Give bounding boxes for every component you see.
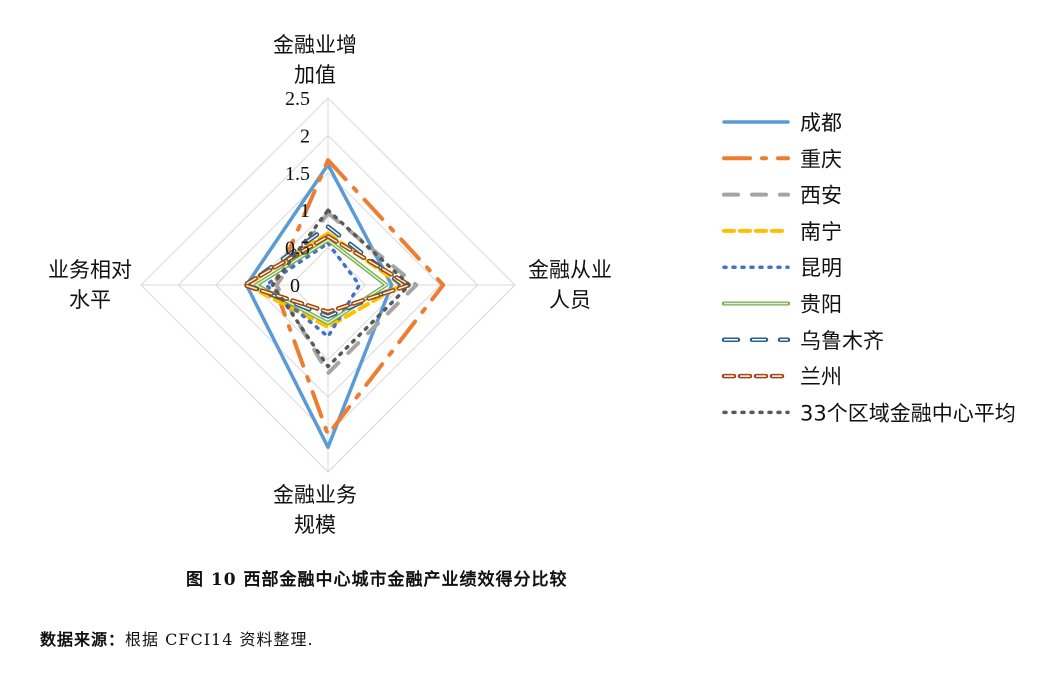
series-8 — [270, 208, 412, 369]
series-polygon — [272, 158, 446, 437]
axis-label-employees: 金融从业人员 — [510, 255, 630, 315]
axis-label-line: 水平 — [69, 288, 111, 312]
legend-item-2: 西安 — [722, 184, 842, 208]
legend-item-0: 成都 — [722, 111, 842, 135]
legend-label: 成都 — [800, 111, 842, 135]
legend-item-6: 乌鲁木齐 — [721, 329, 884, 353]
legend-item-4: 昆明 — [722, 256, 842, 280]
axis-label-line: 规模 — [294, 513, 336, 537]
axis-label-relative-level: 业务相对水平 — [30, 255, 150, 315]
data-source: 数据来源：根据 CFCI14 资料整理. — [40, 626, 314, 650]
tick-label: 0.5 — [285, 238, 310, 260]
tick-label: 0 — [290, 275, 300, 297]
legend-label: 兰州 — [800, 365, 842, 389]
legend-label: 乌鲁木齐 — [800, 329, 884, 353]
series-polygon — [264, 241, 362, 339]
legend-item-8: 33个区域金融中心平均 — [722, 401, 1016, 425]
legend-label: 南宁 — [800, 220, 842, 244]
legend-item-7: 兰州 — [721, 365, 842, 389]
legend-label: 西安 — [800, 184, 842, 208]
axis-label-line: 金融从业 — [528, 258, 612, 282]
axis-label-line: 金融业增 — [273, 33, 357, 57]
legend-label: 昆明 — [800, 256, 842, 280]
tick-label: 1 — [300, 200, 310, 222]
source-text: 根据 CFCI14 资料整理. — [125, 630, 314, 649]
legend-label: 33个区域金融中心平均 — [800, 401, 1016, 425]
legend-item-1: 重庆 — [722, 147, 842, 171]
series-4 — [264, 241, 362, 339]
legend-item-5: 贵阳 — [722, 293, 842, 317]
tick-label: 1.5 — [285, 163, 310, 185]
legend-item-3: 南宁 — [722, 220, 842, 244]
axis-label-line: 业务相对 — [48, 258, 132, 282]
series-5 — [254, 238, 389, 326]
legend-label: 重庆 — [800, 147, 842, 171]
source-label: 数据来源： — [40, 630, 126, 649]
legend-label: 贵阳 — [800, 293, 842, 317]
axis-label-business-scale: 金融业务规模 — [255, 480, 375, 540]
axis-label-value-added: 金融业增加值 — [255, 30, 375, 90]
axis-label-line: 金融业务 — [273, 483, 357, 507]
axis-label-line: 加值 — [294, 63, 336, 87]
figure-caption: 图 10 西部金融中心城市金融产业绩效得分比较 — [186, 570, 568, 590]
axis-label-line: 人员 — [549, 288, 591, 312]
tick-label: 2 — [300, 125, 310, 147]
tick-label: 2.5 — [285, 88, 310, 110]
